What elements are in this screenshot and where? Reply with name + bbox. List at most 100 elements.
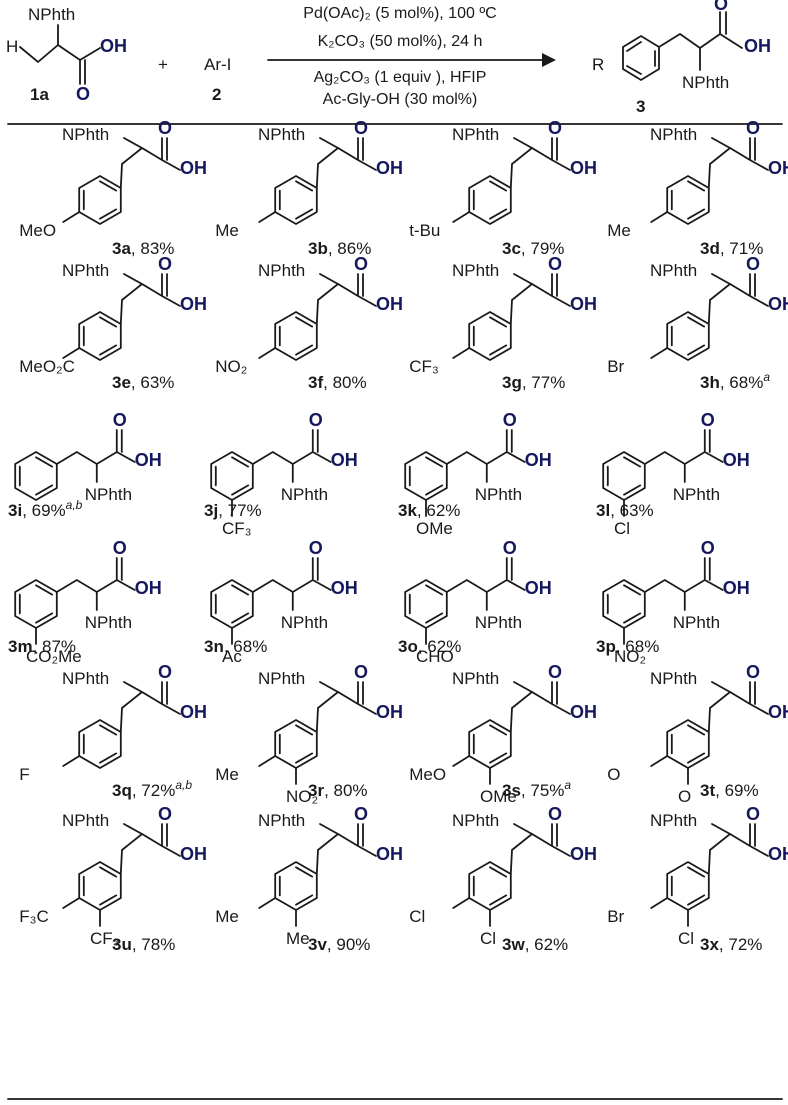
- reactant-1a-oh: OH: [100, 36, 127, 56]
- nphth-label: NPhth: [281, 485, 328, 504]
- carbonyl-o-label: O: [309, 410, 323, 430]
- substituent-label: Cl: [614, 519, 630, 538]
- compound-label: 3c, 79%: [502, 239, 564, 258]
- product-3d: OOHNPhthMe3d, 71%: [607, 118, 788, 258]
- compound-yield: , 87%: [33, 637, 76, 656]
- carbonyl-o-label: O: [158, 118, 172, 138]
- compound-yield: , 71%: [720, 239, 763, 258]
- substituent-label: F: [19, 765, 29, 784]
- nphth-label: NPhth: [85, 485, 132, 504]
- nphth-label: NPhth: [475, 485, 522, 504]
- carbonyl-o-label: O: [746, 662, 760, 682]
- hydroxyl-label: OH: [570, 158, 597, 178]
- compound-footnote: a: [763, 370, 770, 384]
- compound-yield: , 68%: [224, 637, 267, 656]
- reactant-1a-o: O: [76, 84, 90, 104]
- compound-label: 3s, 75%a: [502, 778, 571, 800]
- nphth-label: NPhth: [258, 811, 305, 830]
- substituent-label-2: NO₂: [286, 787, 318, 806]
- compound-label: 3u, 78%: [112, 935, 175, 954]
- substituent-label-1: O: [607, 765, 620, 784]
- compound-id: 3e: [112, 373, 131, 392]
- nphth-label: NPhth: [258, 261, 305, 280]
- compound-yield: , 78%: [132, 935, 175, 954]
- condition-line-2: K₂CO₃ (50 mol%), 24 h: [318, 33, 483, 50]
- compound-label: 3p, 68%: [596, 637, 659, 656]
- nphth-label: NPhth: [673, 485, 720, 504]
- compound-label: 3o, 62%: [398, 637, 461, 656]
- substituent-label-1: Br: [607, 907, 624, 926]
- reaction-arrow: [267, 53, 556, 67]
- compound-yield: , 80%: [323, 373, 366, 392]
- compound-label: 3g, 77%: [502, 373, 565, 392]
- carbonyl-o-label: O: [746, 254, 760, 274]
- substituent-label-2: Cl: [678, 929, 694, 948]
- compound-footnote: a,b: [175, 778, 192, 792]
- substituent-label: Me: [607, 221, 631, 240]
- carbonyl-o-label: O: [354, 254, 368, 274]
- carbonyl-o-label: O: [113, 538, 127, 558]
- carbonyl-o-label: O: [113, 410, 127, 430]
- compound-id: 3b: [308, 239, 328, 258]
- hydroxyl-label: OH: [723, 450, 750, 470]
- compound-id: 3q: [112, 781, 132, 800]
- nphth-label: NPhth: [452, 125, 499, 144]
- compound-yield: , 62%: [417, 501, 460, 520]
- compound-yield: , 90%: [327, 935, 370, 954]
- compound-label: 3q, 72%a,b: [112, 778, 192, 800]
- product-3h: OOHNPhthBr3h, 68%a: [607, 254, 788, 392]
- substituent-label-2: Cl: [480, 929, 496, 948]
- compound-yield: , 69%: [715, 781, 758, 800]
- compound-yield: , 83%: [131, 239, 174, 258]
- substituent-label-2: Me: [286, 929, 310, 948]
- condition-line-4: Ac-Gly-OH (30 mol%): [323, 91, 478, 108]
- substituent-label-2: OMe: [480, 787, 517, 806]
- compound-yield: , 77%: [218, 501, 261, 520]
- hydroxyl-label: OH: [768, 158, 788, 178]
- nphth-label: NPhth: [62, 261, 109, 280]
- product-3-o: O: [714, 0, 728, 14]
- compound-label: 3n, 68%: [204, 637, 267, 656]
- compound-id: 3l: [596, 501, 610, 520]
- substituent-label-1: MeO: [409, 765, 446, 784]
- substituent-label: NO₂: [215, 357, 247, 376]
- substituent-label-2: O: [678, 787, 691, 806]
- carbonyl-o-label: O: [548, 118, 562, 138]
- hydroxyl-label: OH: [376, 158, 403, 178]
- compound-footnote: a: [564, 778, 571, 792]
- nphth-label: NPhth: [475, 613, 522, 632]
- condition-line-1: Pd(OAc)₂ (5 mol%), 100 ºC: [303, 5, 496, 22]
- product-3t: OOHNPhthOO3t, 69%: [607, 662, 788, 806]
- carbonyl-o-label: O: [503, 410, 517, 430]
- hydroxyl-label: OH: [525, 450, 552, 470]
- compound-footnote: a,b: [66, 498, 83, 512]
- substituent-label: NO₂: [614, 647, 646, 666]
- substituent-label: CF₃: [409, 357, 439, 376]
- carbonyl-o-label: O: [354, 118, 368, 138]
- substituent-label: MeO: [19, 221, 56, 240]
- nphth-label: NPhth: [650, 125, 697, 144]
- compound-id: 3g: [502, 373, 522, 392]
- compound-id: 3j: [204, 501, 218, 520]
- compound-label: 3d, 71%: [700, 239, 763, 258]
- reactant-1a: H NPhth OH O 1a: [6, 5, 127, 104]
- carbonyl-o-label: O: [309, 538, 323, 558]
- nphth-label: NPhth: [650, 669, 697, 688]
- compound-label: 3a, 83%: [112, 239, 174, 258]
- compound-id: 3p: [596, 637, 616, 656]
- hydroxyl-label: OH: [331, 578, 358, 598]
- compound-yield: , 80%: [324, 781, 367, 800]
- compound-label: 3r, 80%: [308, 781, 368, 800]
- product-3: R O OH NPhth 3: [592, 0, 771, 116]
- nphth-label: NPhth: [62, 125, 109, 144]
